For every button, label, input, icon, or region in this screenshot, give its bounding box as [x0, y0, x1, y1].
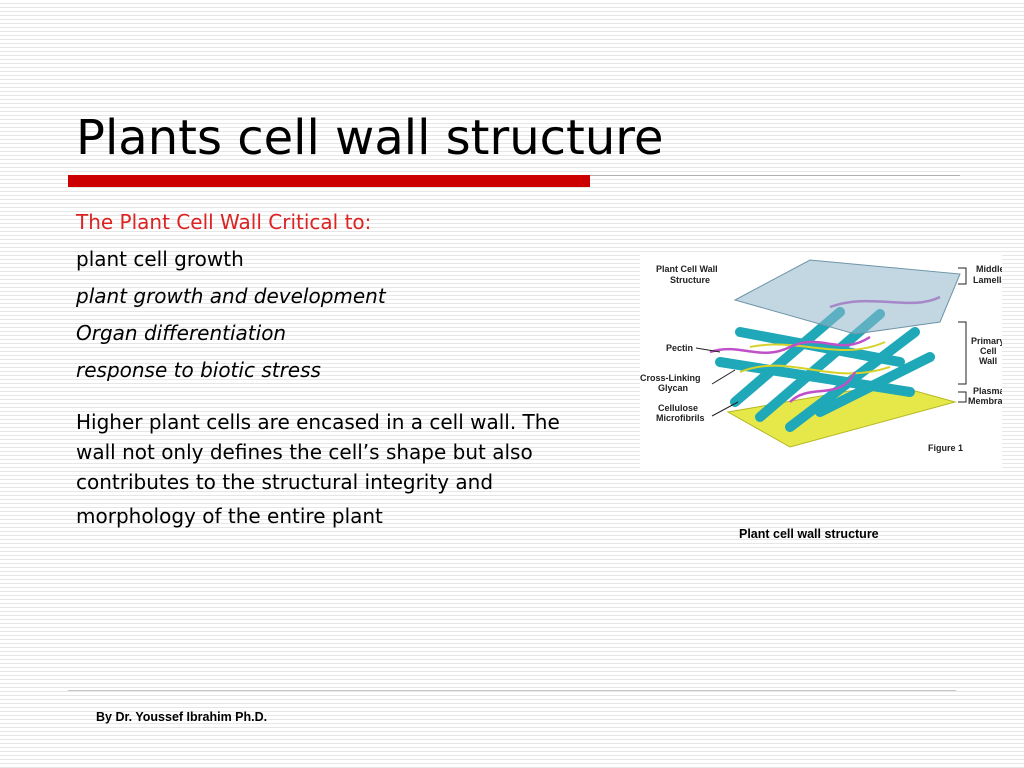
- label-middle: Middle: [976, 264, 1002, 274]
- cell-wall-diagram: Plant Cell Wall Structure Pectin Cross-L…: [640, 259, 1013, 453]
- description-paragraph: Higher plant cells are encased in a cell…: [76, 410, 560, 494]
- bullet-biotic-stress: response to biotic stress: [76, 358, 321, 382]
- figure-number: Figure 1: [928, 443, 963, 453]
- label-cell: Cell: [980, 346, 997, 356]
- slide-title: Plants cell wall structure: [76, 110, 664, 166]
- label-cross-linking: Cross-Linking: [640, 373, 701, 383]
- bullet-plant-cell-growth: plant cell growth: [76, 247, 244, 271]
- cross-linking-glycans: [739, 341, 891, 375]
- footer-divider: [68, 690, 956, 691]
- label-plasma: Plasma: [973, 386, 1002, 396]
- figure-title-line2: Structure: [670, 275, 710, 285]
- label-glycan: Glycan: [658, 383, 688, 393]
- title-divider-line: [590, 175, 960, 176]
- subtitle-red: The Plant Cell Wall Critical to:: [76, 210, 372, 234]
- label-lamella: Lamella: [973, 275, 1002, 285]
- label-primary: Primary: [971, 336, 1002, 346]
- slide-body: The Plant Cell Wall Critical to: plant c…: [76, 204, 596, 535]
- left-leader-lines: [695, 347, 739, 417]
- description-paragraph-end: morphology of the entire plant: [76, 504, 383, 528]
- label-membrane: Membrane: [968, 396, 1002, 406]
- footer-author: By Dr. Youssef Ibrahim Ph.D.: [96, 710, 268, 724]
- label-microfibrils: Microfibrils: [656, 413, 705, 423]
- label-wall: Wall: [979, 356, 997, 366]
- cellulose-microfibrils: [715, 307, 935, 432]
- bullet-growth-development: plant growth and development: [76, 284, 386, 308]
- label-pectin: Pectin: [666, 343, 693, 353]
- middle-lamella-sheet: [733, 259, 961, 335]
- title-accent-bar: [68, 175, 590, 187]
- figure-caption: Plant cell wall structure: [739, 527, 879, 541]
- figure-title-line1: Plant Cell Wall: [656, 264, 718, 274]
- bullet-organ-differentiation: Organ differentiation: [76, 321, 287, 345]
- label-cellulose: Cellulose: [658, 403, 698, 413]
- right-brackets: [958, 267, 967, 403]
- cell-wall-figure: Plant Cell Wall Structure Pectin Cross-L…: [640, 252, 1013, 470]
